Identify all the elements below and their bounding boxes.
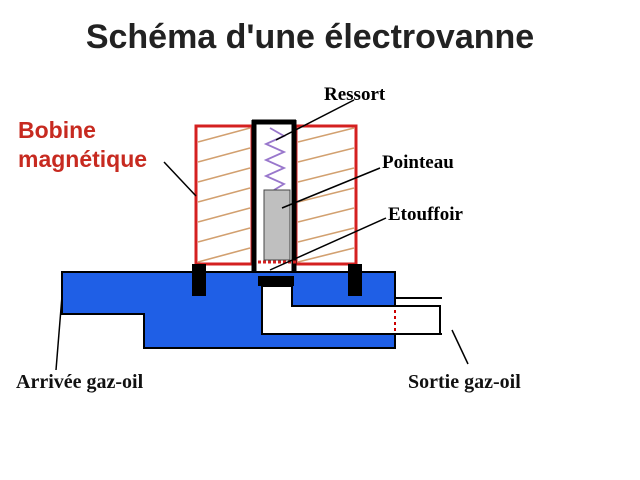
leader-etouffoir bbox=[269, 217, 387, 271]
label-etouffoir: Etouffoir bbox=[388, 204, 464, 225]
leader-pointeau bbox=[281, 167, 381, 209]
seat-right-foot bbox=[348, 264, 362, 296]
seat-left-foot bbox=[192, 264, 206, 296]
label-bobine-line1: Bobine bbox=[18, 117, 96, 143]
label-ressort: Ressort bbox=[324, 84, 386, 105]
leader-sortie bbox=[451, 329, 469, 365]
plunger bbox=[263, 189, 291, 261]
label-bobine-line2: magnétique bbox=[18, 146, 147, 172]
seat-center bbox=[258, 276, 294, 286]
leader-ressort bbox=[275, 99, 355, 141]
coil-windings bbox=[197, 127, 355, 263]
leader-bobine bbox=[163, 161, 197, 197]
leader-arrivee bbox=[55, 295, 63, 371]
diagram-title: Schéma d'une électrovanne bbox=[86, 18, 534, 56]
label-arrivee: Arrivée gaz-oil bbox=[16, 371, 144, 393]
label-sortie: Sortie gaz-oil bbox=[408, 371, 521, 393]
label-pointeau: Pointeau bbox=[382, 152, 454, 173]
